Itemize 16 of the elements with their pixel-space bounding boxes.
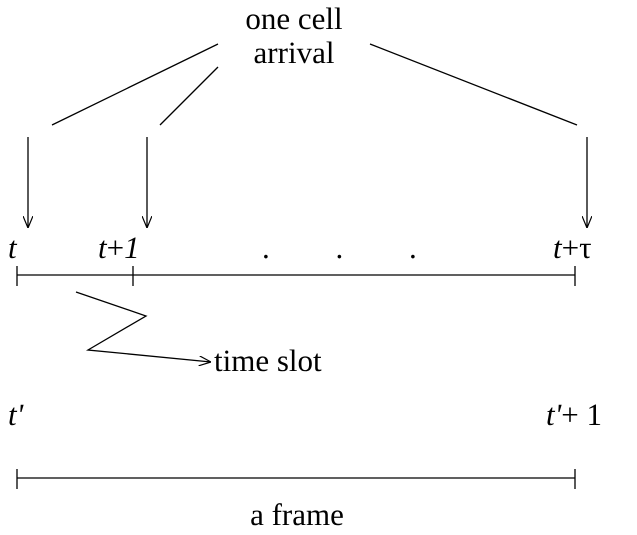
callout-text: time slot (214, 344, 322, 378)
connector-line (52, 43, 218, 126)
time-label: t' (8, 398, 24, 432)
caption-text: a frame (249, 498, 345, 532)
ellipsis-dots: . . . (262, 231, 418, 265)
time-label: t+1 (98, 231, 140, 265)
connector-line (370, 43, 578, 126)
time-label: t (8, 231, 17, 265)
arrow (141, 137, 153, 229)
time-label: t'+ 1 (546, 398, 602, 432)
arrow (581, 137, 593, 229)
time-label: t+τ (553, 231, 592, 265)
connector-line (160, 66, 218, 126)
leader-arrow (76, 291, 212, 366)
callout-text: one cell arrival (218, 2, 370, 70)
arrow (22, 137, 34, 229)
